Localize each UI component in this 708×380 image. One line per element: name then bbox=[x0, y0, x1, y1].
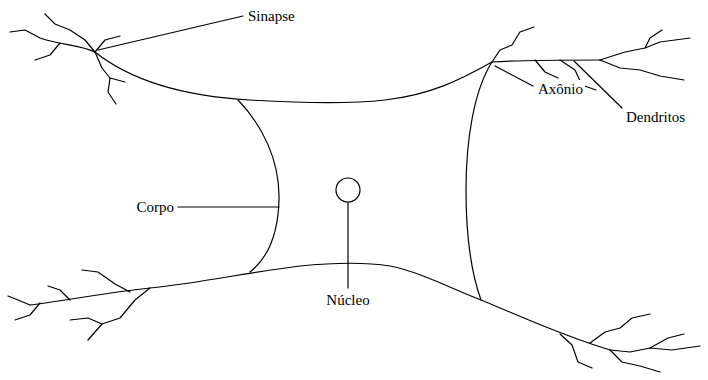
dendrite bbox=[35, 43, 60, 60]
dendrite bbox=[492, 27, 534, 62]
dendrite bbox=[95, 52, 116, 104]
leader-line bbox=[98, 16, 243, 50]
dendrite bbox=[610, 346, 700, 352]
dendrite bbox=[88, 288, 150, 340]
part-label: Corpo bbox=[135, 198, 177, 216]
part-label: Axônio bbox=[536, 80, 585, 98]
cell-membrane bbox=[95, 52, 600, 103]
dendrite bbox=[610, 350, 660, 372]
dendrite bbox=[15, 303, 40, 320]
dendrite bbox=[48, 286, 70, 300]
dendrite bbox=[82, 270, 130, 292]
part-label: Sinapse bbox=[246, 7, 297, 25]
part-label: Dendritos bbox=[624, 108, 687, 126]
dendrite bbox=[600, 38, 690, 60]
dendrite bbox=[10, 30, 95, 52]
leader-line bbox=[178, 206, 279, 207]
leader-line bbox=[347, 202, 348, 288]
leader-line bbox=[495, 66, 533, 86]
dendrite bbox=[590, 314, 650, 343]
dendrite bbox=[645, 30, 662, 48]
dendrite bbox=[110, 78, 125, 82]
dendrite bbox=[70, 318, 102, 324]
dendrite bbox=[600, 60, 684, 80]
dendrite bbox=[8, 296, 30, 305]
dendrite bbox=[535, 60, 558, 78]
cell-membrane bbox=[466, 62, 492, 300]
dendrite bbox=[650, 334, 684, 348]
cell-membrane bbox=[238, 100, 279, 272]
part-label: Núcleo bbox=[324, 291, 371, 309]
dendrite bbox=[560, 334, 592, 368]
nucleus-circle bbox=[336, 178, 360, 202]
cell-membrane bbox=[30, 263, 610, 350]
dendrite bbox=[45, 14, 95, 52]
